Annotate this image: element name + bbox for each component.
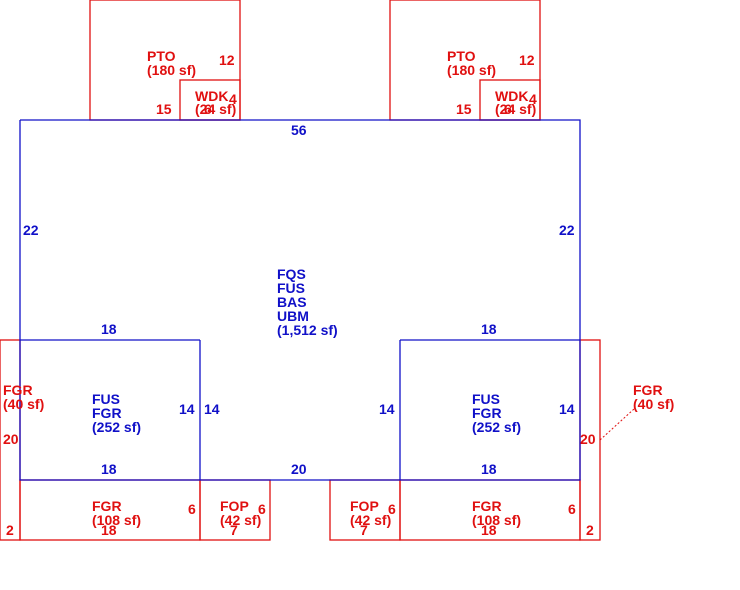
main-code-4: UBM [277, 308, 309, 324]
porch-left-area: (42 sf) [220, 512, 261, 528]
garage-right-code-1: FUS [472, 391, 500, 407]
dim-fgr-bottom-left-bottom: 18 [101, 522, 117, 538]
dim-porch-right-side: 6 [388, 501, 396, 517]
dim-garage-right-side-a: 14 [379, 401, 395, 417]
dim-main-left: 22 [23, 222, 39, 238]
dim-patio-right-side: 12 [519, 52, 535, 68]
deck-left-overlap-dim-1: 6 [204, 101, 212, 117]
dim-strip-right-bottom: 2 [586, 522, 594, 538]
fgr-bottom-left-area: (108 sf) [92, 512, 141, 528]
dim-porch-right-bottom: 7 [360, 522, 368, 538]
dim-inner-left-top: 18 [101, 321, 117, 337]
dim-fgr-bottom-right-bottom: 18 [481, 522, 497, 538]
deck-left-area: (24 sf) [195, 101, 236, 117]
dim-main-top: 56 [291, 122, 307, 138]
dim-fgr-bottom-left-side: 6 [188, 501, 196, 517]
dim-garage-left-side-b: 14 [204, 401, 220, 417]
main-area: (1,512 sf) [277, 322, 338, 338]
fgr-bottom-left-code: FGR [92, 498, 122, 514]
dim-porch-left-bottom: 7 [230, 522, 238, 538]
dim-strip-left-bottom: 2 [6, 522, 14, 538]
main-code-2: FUS [277, 280, 305, 296]
dim-garage-right-side-b: 14 [559, 401, 575, 417]
garage-right-code-2: FGR [472, 405, 502, 421]
dim-inner-right-top: 18 [481, 321, 497, 337]
dim-porch-left-side: 6 [258, 501, 266, 517]
patio-left-area: (180 sf) [147, 62, 196, 78]
patio-right-code: PTO [447, 48, 476, 64]
dim-garage-left-side-a: 14 [179, 401, 195, 417]
dim-patio-left-bottom: 15 [156, 101, 172, 117]
dim-patio-right-bottom: 15 [456, 101, 472, 117]
dim-garage-left-bottom: 18 [101, 461, 117, 477]
main-code-1: FQS [277, 266, 306, 282]
dim-bottom-center: 20 [291, 461, 307, 477]
porch-right-code: FOP [350, 498, 379, 514]
fgr-bottom-right-area: (108 sf) [472, 512, 521, 528]
fgr-bottom-right-code: FGR [472, 498, 502, 514]
garage-left-code-1: FUS [92, 391, 120, 407]
deck-right-overlap-dim-1: 6 [504, 101, 512, 117]
garage-left-code-2: FGR [92, 405, 122, 421]
dim-garage-right-bottom: 18 [481, 461, 497, 477]
strip-left-area: (40 sf) [3, 396, 44, 412]
strip-left-code: FGR [3, 382, 33, 398]
garage-left-area: (252 sf) [92, 419, 141, 435]
dim-fgr-bottom-right-side: 6 [568, 501, 576, 517]
garage-right-area: (252 sf) [472, 419, 521, 435]
patio-left-code: PTO [147, 48, 176, 64]
main-structure-outline [19, 119, 581, 481]
leader-line [599, 408, 635, 441]
deck-right-overlap-dim-2: 4 [529, 91, 537, 107]
patio-right-area: (180 sf) [447, 62, 496, 78]
porch-left-code: FOP [220, 498, 249, 514]
dim-strip-left-side: 20 [3, 431, 19, 447]
strip-right-code: FGR [633, 382, 663, 398]
dim-strip-right-side: 20 [580, 431, 596, 447]
dim-patio-left-side: 12 [219, 52, 235, 68]
deck-right-area: (24 sf) [495, 101, 536, 117]
deck-left-code: WDK [195, 88, 228, 104]
strip-right-area: (40 sf) [633, 396, 674, 412]
main-code-3: BAS [277, 294, 307, 310]
deck-right-code: WDK [495, 88, 528, 104]
porch-right-area: (42 sf) [350, 512, 391, 528]
dim-main-right: 22 [559, 222, 575, 238]
deck-left-overlap-dim-2: 4 [229, 91, 237, 107]
